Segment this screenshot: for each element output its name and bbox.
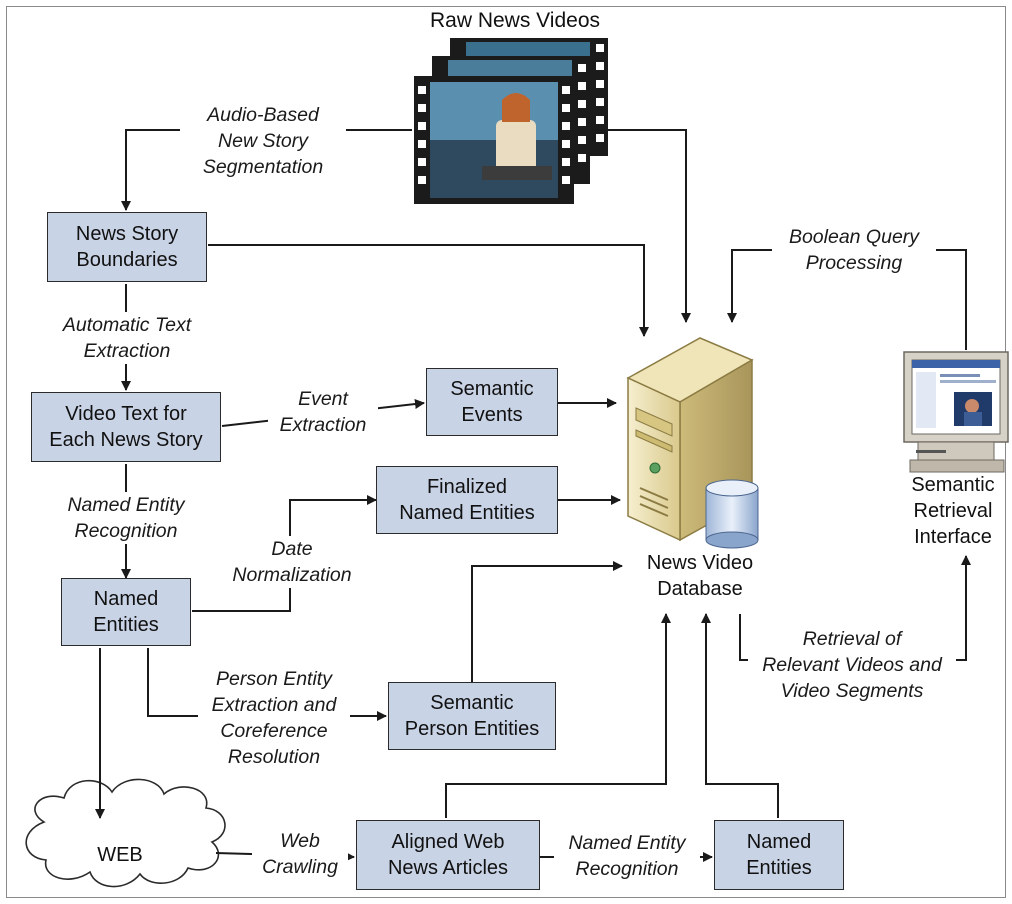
database-server-icon xyxy=(626,337,759,549)
web-cloud-label: WEB xyxy=(97,844,143,866)
web-crawling-label: Web Crawling xyxy=(252,828,348,880)
person-entity-extraction-label: Person Entity Extraction and Coreference… xyxy=(198,666,350,770)
aligned-web-news-articles-box: Aligned Web News Articles xyxy=(356,820,540,890)
automatic-text-extraction-label: Automatic Text Extraction xyxy=(44,312,210,364)
boolean-query-processing-label: Boolean Query Processing xyxy=(772,224,936,276)
retrieval-label: Retrieval of Relevant Videos and Video S… xyxy=(748,626,956,704)
date-normalization-label: Date Normalization xyxy=(222,536,362,588)
event-extraction-label: Event Extraction xyxy=(268,386,378,438)
web-cloud-shape xyxy=(25,778,226,888)
semantic-retrieval-interface-label: Semantic Retrieval Interface xyxy=(911,474,995,548)
semantic-person-entities-box: Semantic Person Entities xyxy=(388,682,556,750)
named-entities-web-box: Named Entities xyxy=(714,820,844,890)
named-entities-box: Named Entities xyxy=(61,578,191,646)
raw-news-videos-title: Raw News Videos xyxy=(429,9,601,32)
raw-video-filmstrips xyxy=(414,38,608,204)
named-entity-recognition-label: Named Entity Recognition xyxy=(54,492,198,544)
diagram-frame xyxy=(6,6,1006,898)
semantic-events-box: Semantic Events xyxy=(426,368,558,436)
computer-monitor-icon xyxy=(903,351,1009,473)
named-entity-recognition-web-label: Named Entity Recognition xyxy=(554,830,700,882)
news-story-boundaries-box: News Story Boundaries xyxy=(47,212,207,282)
audio-segmentation-label: Audio-Based New Story Segmentation xyxy=(180,102,346,180)
video-text-box: Video Text for Each News Story xyxy=(31,392,221,462)
finalized-named-entities-box: Finalized Named Entities xyxy=(376,466,558,534)
news-video-database-label: News Video Database xyxy=(646,552,754,600)
